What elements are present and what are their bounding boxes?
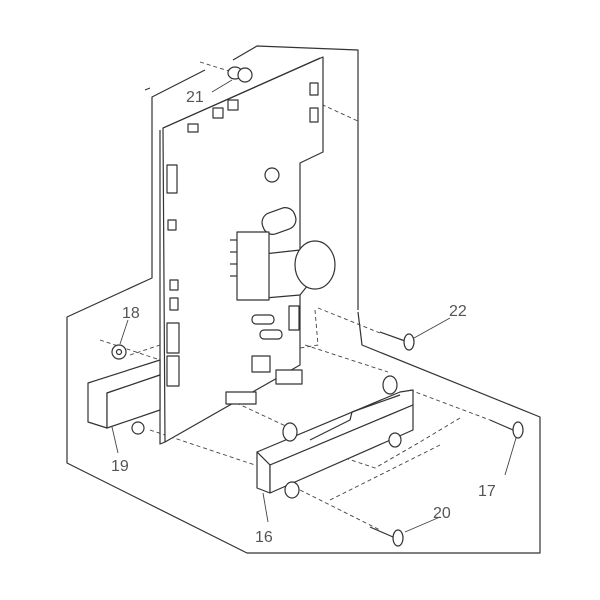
callout-19: 19 xyxy=(111,458,129,475)
capacitor-small xyxy=(261,207,297,235)
frame-outline xyxy=(66,45,541,554)
alignment-lines xyxy=(99,61,491,531)
bracket-19 xyxy=(87,359,161,435)
connector xyxy=(288,305,300,331)
callout-18: 18 xyxy=(122,305,140,322)
transformer xyxy=(236,231,270,301)
connector xyxy=(166,355,180,387)
screw-22 xyxy=(379,331,415,351)
connector xyxy=(275,369,303,385)
circuit-board xyxy=(159,56,336,445)
callout-22: 22 xyxy=(449,303,467,320)
fitting-21 xyxy=(227,66,253,83)
connector xyxy=(212,107,224,119)
screw-17 xyxy=(489,419,524,439)
callout-21: 21 xyxy=(186,89,204,106)
callout-17: 17 xyxy=(478,483,496,500)
bracket-16 xyxy=(256,375,414,499)
connector xyxy=(309,82,319,96)
connector xyxy=(227,99,239,111)
screw-20 xyxy=(369,526,404,547)
nut-18 xyxy=(111,344,127,360)
fuse xyxy=(259,329,283,340)
connector xyxy=(169,279,179,291)
leader-lines xyxy=(111,79,517,533)
connector xyxy=(169,297,179,311)
connector xyxy=(167,219,177,231)
callout-20: 20 xyxy=(433,505,451,522)
connector xyxy=(225,391,257,405)
component-round xyxy=(264,167,280,183)
connector xyxy=(166,164,178,194)
capacitor-large xyxy=(294,240,336,290)
fuse xyxy=(251,314,275,325)
connector xyxy=(251,355,271,373)
connector xyxy=(187,123,199,133)
connector xyxy=(166,322,180,354)
connector xyxy=(309,107,319,123)
callout-16: 16 xyxy=(255,529,273,546)
